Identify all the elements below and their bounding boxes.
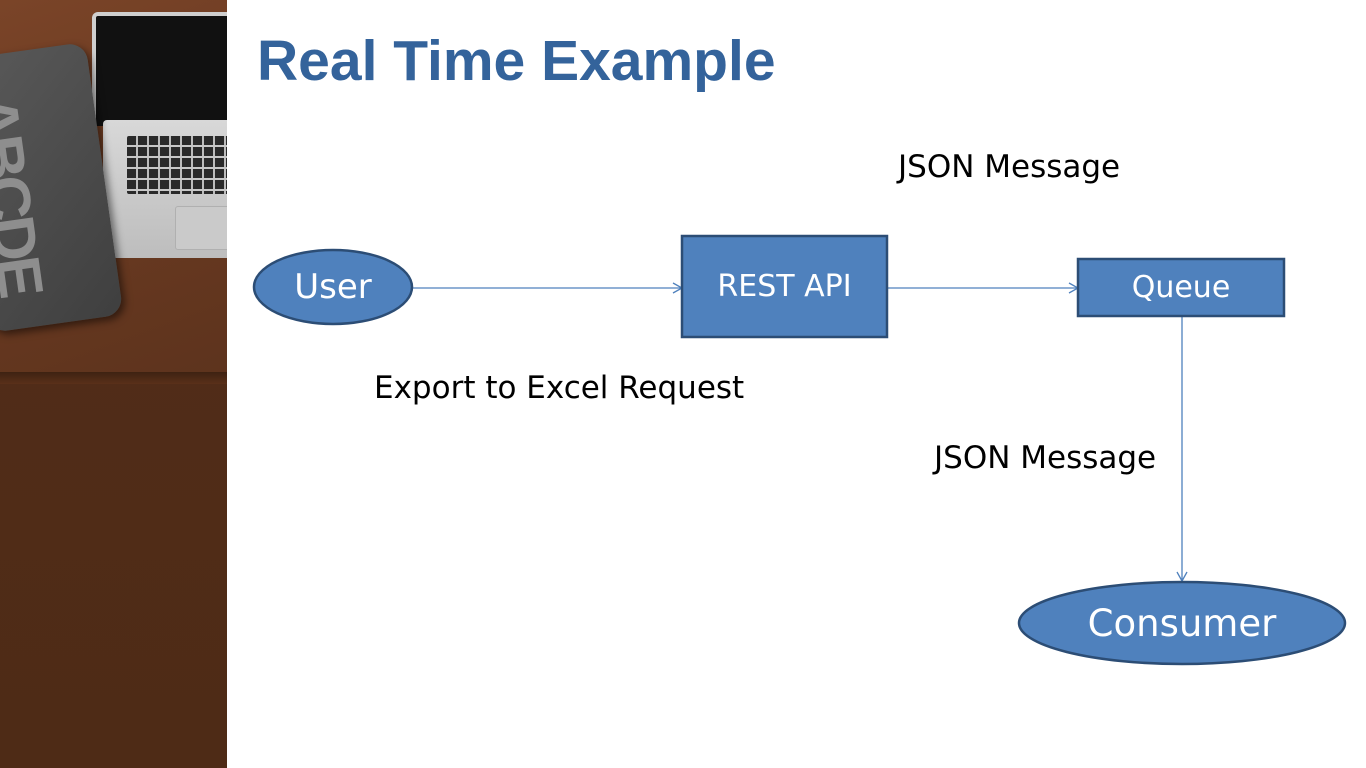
laptop-base	[103, 120, 227, 258]
decorative-photo: ABCDE	[0, 0, 227, 768]
laptop-screen	[92, 12, 227, 126]
node-queue-label: Queue	[1131, 270, 1231, 305]
edge-label-json-message-bottom: JSON Message	[934, 440, 1157, 476]
laptop-touchpad	[175, 206, 227, 250]
node-rest-api-shape	[680, 234, 889, 339]
slide-title: Real Time Example	[257, 29, 776, 93]
edge-label-export-request: Export to Excel Request	[374, 370, 745, 406]
node-queue-shape	[1076, 257, 1286, 318]
node-user-shape	[252, 248, 414, 326]
node-rest-api-label: REST API	[717, 269, 852, 304]
node-consumer-shape	[1017, 580, 1347, 666]
laptop-keyboard	[127, 136, 227, 194]
edge-label-json-message-top: JSON Message	[898, 149, 1121, 185]
node-user-label: User	[294, 267, 372, 307]
node-consumer-label: Consumer	[1087, 601, 1277, 645]
sofa-edge	[0, 372, 227, 384]
